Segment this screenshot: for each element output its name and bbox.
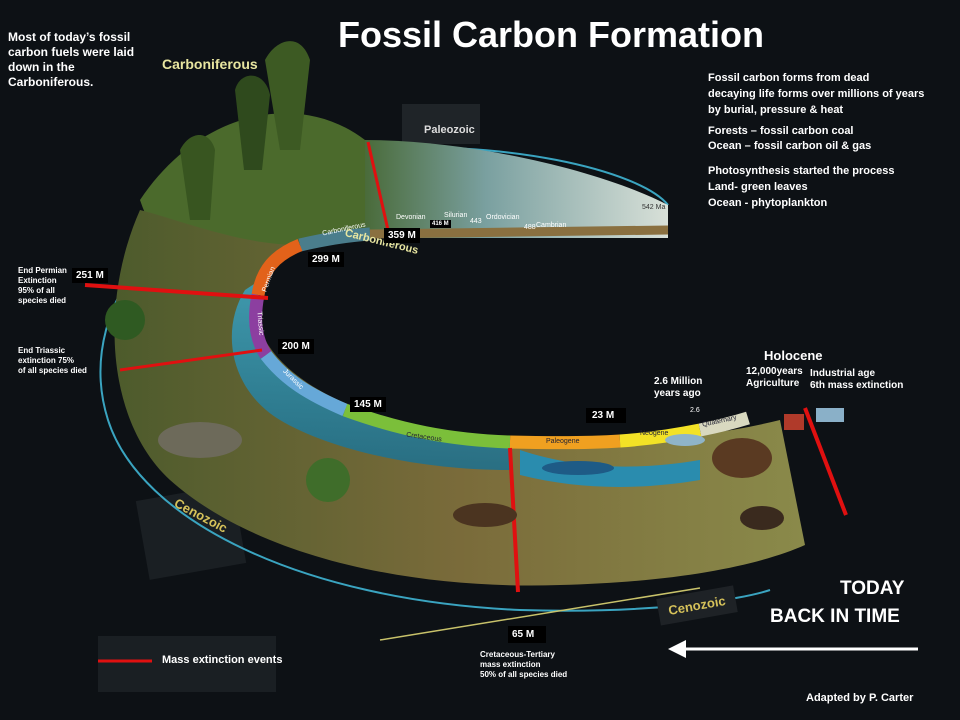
band-carboniferous [298, 227, 371, 252]
note-line: Forests – fossil carbon coal [708, 125, 854, 137]
note-line: 6th mass extinction [810, 380, 904, 391]
tree-silhouette [105, 300, 145, 340]
carboniferous-heading: Carboniferous [162, 56, 258, 72]
age-416: 416 M [430, 220, 451, 228]
note-line: 50% of all species died [480, 670, 568, 679]
formation-note: Fossil carbon forms from dead decaying l… [708, 70, 953, 118]
period-cambrian: Cambrian [536, 222, 567, 229]
band-jurassic [260, 350, 348, 416]
extinction-line-permian [84, 283, 269, 300]
whale-silhouette [542, 461, 614, 475]
note-line: End Permian [18, 266, 67, 275]
sources-note: Forests – fossil carbon coal Ocean – fos… [708, 124, 953, 154]
note-line: Cretaceous-Tertiary [480, 650, 555, 659]
industrial-note: Industrial age 6th mass extinction [810, 368, 903, 392]
mammoth-silhouette [712, 438, 772, 478]
note-line: Fossil carbon forms from dead [708, 72, 870, 84]
age-359: 359 M [384, 228, 420, 243]
factory-icon [816, 408, 844, 422]
agriculture-note: 12,000years Agriculture [746, 366, 803, 390]
age-443: 443 [470, 218, 482, 225]
ocean-area [231, 280, 511, 470]
note-line: 12,000years [746, 366, 803, 377]
tree-canopy [265, 41, 310, 150]
dolphin-silhouette [665, 434, 705, 446]
extinction-line-triassic [119, 348, 263, 372]
tree-canopy [235, 75, 270, 170]
extinction-line-today [803, 407, 848, 516]
age-542: 542 Ma [642, 204, 666, 211]
period-silurian: Silurian [444, 212, 468, 219]
period-ordovician: Ordovician [486, 214, 520, 221]
note-line: Ocean - phytoplankton [708, 197, 828, 209]
age-2-6: 2.6 [690, 407, 700, 414]
legend-panel [98, 636, 276, 692]
note-line: Extinction [18, 276, 57, 285]
arrow-head [668, 640, 686, 658]
page-title: Fossil Carbon Formation [338, 14, 765, 55]
period-devonian: Devonian [396, 214, 426, 221]
back-in-time-label: BACK IN TIME [770, 606, 900, 627]
extinction-note-kt: Cretaceous-Tertiary mass extinction 50% … [480, 650, 590, 680]
note-line: Industrial age [810, 368, 876, 379]
age-145: 145 M [350, 397, 386, 412]
note-line: End Triassic [18, 346, 66, 355]
note-line: by burial, pressure & heat [708, 104, 844, 116]
age-488: 488 [524, 224, 536, 231]
note-line: extinction 75% [18, 356, 75, 365]
period-paleogene: Paleogene [546, 438, 580, 445]
note-line: Most of today’s fossil [8, 30, 131, 44]
note-line: down in the [8, 60, 75, 74]
note-line: mass extinction [480, 660, 541, 669]
note-line: decaying life forms over millions of yea… [708, 88, 925, 100]
note-line: Carboniferous. [8, 75, 94, 89]
legend-label: Mass extinction events [162, 654, 283, 666]
age-299: 299 M [308, 252, 344, 267]
band-permian [251, 238, 303, 297]
note-line: years ago [654, 388, 701, 399]
age-23: 23 M [586, 408, 627, 423]
extinction-line-devonian [366, 141, 390, 231]
band-cretaceous [342, 403, 511, 449]
farm-icon [784, 414, 804, 430]
note-line: Ocean – fossil carbon oil & gas [708, 140, 872, 152]
note-line: Land- green leaves [708, 181, 808, 193]
tree-silhouette [306, 458, 350, 502]
era-paleozoic: Paleozoic [424, 124, 475, 136]
photosynthesis-note: Photosynthesis started the process Land-… [708, 163, 953, 211]
note-line: Photosynthesis started the process [708, 165, 895, 177]
today-label: TODAY [840, 578, 905, 599]
note-line: of all species died [18, 366, 87, 375]
note-line: carbon fuels were laid [8, 45, 135, 59]
note-line: 95% of all [18, 286, 55, 295]
credit-label: Adapted by P. Carter [806, 692, 914, 704]
period-neogene: Neogene [640, 430, 669, 437]
note-line: species died [18, 296, 67, 305]
paleozoic-panel [402, 104, 480, 144]
band-neogene [619, 423, 702, 448]
dinosaur-silhouette [158, 422, 242, 458]
dinosaur-silhouette [453, 503, 517, 527]
band-triassic [249, 293, 272, 359]
band-paleogene [509, 434, 621, 450]
note-line: Agriculture [746, 378, 800, 389]
cenozoic-bottom-line [379, 587, 701, 641]
two-six-million-note: 2.6 Million years ago [654, 376, 702, 400]
top-left-note: Most of today’s fossil carbon fuels were… [8, 30, 158, 90]
age-251: 251 M [72, 268, 108, 283]
tree-canopy [180, 135, 215, 220]
holocene-label: Holocene [764, 348, 823, 363]
paleozoic-band [365, 140, 668, 238]
extinction-note-permian: End Permian Extinction 95% of all specie… [18, 266, 78, 306]
age-65: 65 M [508, 626, 547, 643]
note-line: 2.6 Million [654, 376, 703, 387]
extinction-note-triassic: End Triassic extinction 75% of all speci… [18, 346, 118, 376]
age-200: 200 M [278, 339, 314, 354]
bear-silhouette [740, 506, 784, 530]
band-quaternary [698, 411, 750, 437]
landscape-band [114, 210, 806, 586]
